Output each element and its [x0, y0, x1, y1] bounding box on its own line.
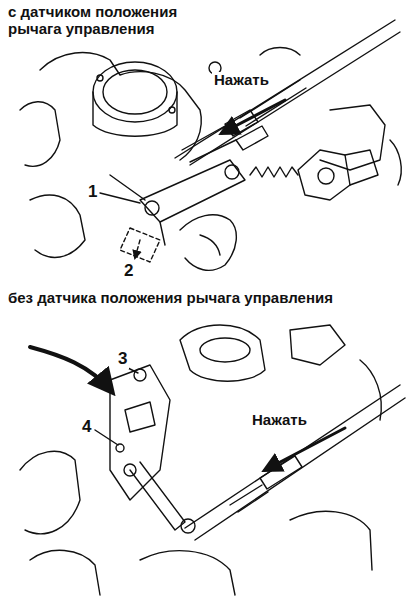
callout-number: 2: [122, 262, 135, 281]
callout-number: 3: [116, 350, 129, 369]
callout-number: 4: [80, 418, 93, 437]
action-label: Нажать: [250, 412, 309, 429]
top-assembly: [20, 20, 401, 270]
callout-number: 1: [86, 183, 99, 202]
action-label: Нажать: [212, 72, 271, 89]
section-heading: без датчика положения рычага управления: [8, 290, 333, 307]
bottom-assembly: [20, 325, 405, 595]
section-heading: с датчиком положения рычага управления: [8, 4, 223, 37]
